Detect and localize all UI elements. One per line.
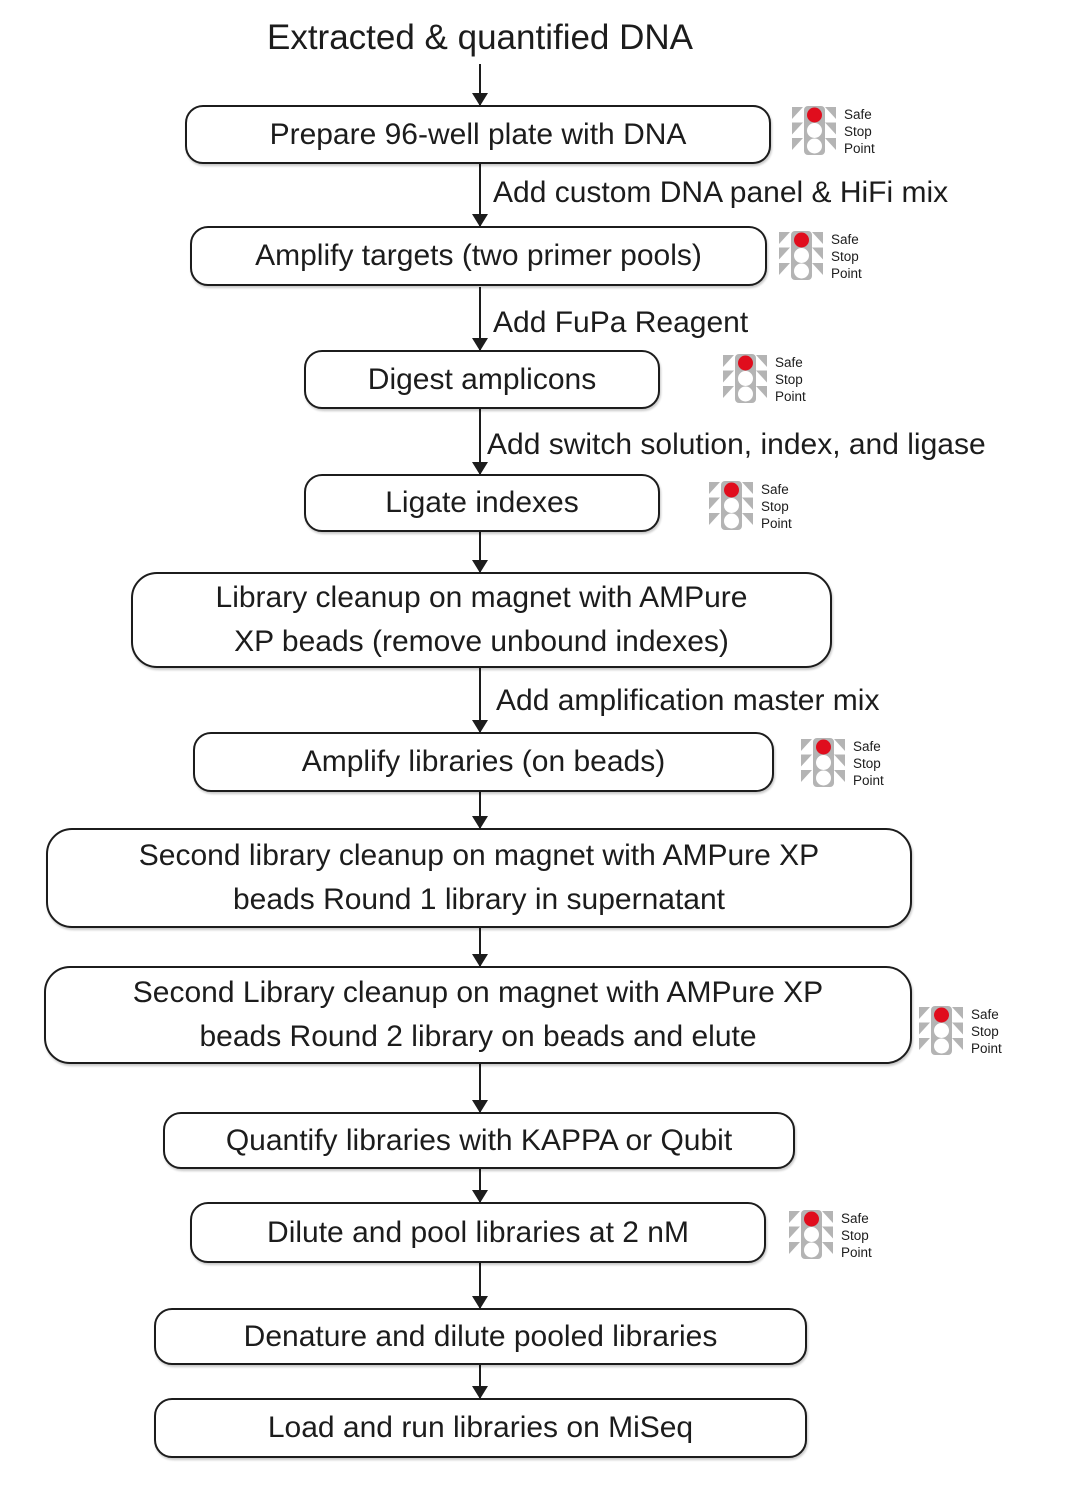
- flow-step-prepare-plate: Prepare 96-well plate with DNA: [185, 105, 771, 164]
- flow-start-label: Extracted & quantified DNA: [266, 18, 694, 57]
- flow-step-ligate-indexes: Ligate indexes: [304, 474, 660, 532]
- step-label: Prepare 96-well plate with DNA: [269, 117, 687, 151]
- step-label: Load and run libraries on MiSeq: [267, 1411, 694, 1444]
- flow-arrow: [479, 1365, 481, 1398]
- flow-step-digest-amplicons: Digest amplicons: [304, 350, 660, 409]
- safe-stop-point-indicator: Safe Stop Point: [800, 736, 884, 789]
- flow-step-second-cleanup-round-1: Second library cleanup on magnet with AM…: [46, 828, 912, 928]
- arrow-label-panel-hifi: Add custom DNA panel & HiFi mix: [493, 176, 949, 209]
- arrow-label-fupa: Add FuPa Reagent: [493, 306, 749, 339]
- step-label: beads Round 1 library in supernatant: [233, 883, 725, 916]
- safe-stop-point-indicator: Safe Stop Point: [791, 104, 875, 157]
- flow-arrow: [479, 668, 481, 732]
- flow-step-load-run-miseq: Load and run libraries on MiSeq: [154, 1398, 807, 1458]
- arrow-label-master-mix: Add amplification master mix: [496, 684, 880, 717]
- flow-arrow: [479, 1064, 481, 1112]
- flow-step-denature-dilute: Denature and dilute pooled libraries: [154, 1308, 807, 1365]
- flow-arrow: [479, 1263, 481, 1308]
- safe-stop-point-label: Safe Stop Point: [831, 232, 862, 281]
- flow-step-library-cleanup: Library cleanup on magnet with AMPure XP…: [131, 572, 832, 668]
- step-label: Quantify libraries with KAPPA or Qubit: [225, 1123, 733, 1157]
- safe-stop-point-label: Safe Stop Point: [971, 1007, 1002, 1056]
- traffic-light-icon: [792, 106, 836, 155]
- step-label: Amplify targets (two primer pools): [255, 239, 702, 272]
- flow-step-amplify-libraries: Amplify libraries (on beads): [193, 732, 774, 792]
- safe-stop-point-label: Safe Stop Point: [844, 107, 875, 156]
- flow-arrow: [479, 64, 481, 105]
- safe-stop-point-label: Safe Stop Point: [761, 482, 792, 531]
- step-label: Library cleanup on magnet with AMPure: [215, 581, 748, 614]
- step-label: Dilute and pool libraries at 2 nM: [267, 1215, 689, 1249]
- flow-step-amplify-targets: Amplify targets (two primer pools): [190, 226, 767, 286]
- flow-step-dilute-pool: Dilute and pool libraries at 2 nM: [190, 1202, 766, 1263]
- traffic-light-icon: [919, 1006, 963, 1055]
- flow-step-quantify-libraries: Quantify libraries with KAPPA or Qubit: [163, 1112, 795, 1169]
- step-label: beads Round 2 library on beads and elute: [199, 1020, 757, 1053]
- traffic-light-icon: [723, 354, 767, 403]
- step-label: XP beads (remove unbound indexes): [234, 625, 729, 658]
- flow-arrow: [479, 532, 481, 572]
- flow-arrow: [479, 928, 481, 966]
- flow-arrow: [479, 792, 481, 828]
- step-label: Second Library cleanup on magnet with AM…: [132, 976, 824, 1009]
- safe-stop-point-indicator: Safe Stop Point: [778, 229, 862, 282]
- traffic-light-icon: [709, 481, 753, 530]
- traffic-light-icon: [789, 1210, 833, 1259]
- flow-arrow: [479, 1169, 481, 1202]
- flow-step-second-cleanup-round-2: Second Library cleanup on magnet with AM…: [44, 966, 912, 1064]
- traffic-light-icon: [779, 231, 823, 280]
- safe-stop-point-indicator: Safe Stop Point: [708, 479, 792, 532]
- safe-stop-point-indicator: Safe Stop Point: [918, 1004, 1002, 1057]
- step-label: Amplify libraries (on beads): [301, 745, 666, 778]
- safe-stop-point-indicator: Safe Stop Point: [722, 352, 806, 405]
- flow-arrow: [479, 287, 481, 350]
- safe-stop-point-label: Safe Stop Point: [775, 355, 806, 404]
- safe-stop-point-label: Safe Stop Point: [853, 739, 884, 788]
- safe-stop-point-indicator: Safe Stop Point: [788, 1208, 872, 1261]
- step-label: Denature and dilute pooled libraries: [243, 1319, 718, 1353]
- traffic-light-icon: [801, 738, 845, 787]
- step-label: Digest amplicons: [367, 362, 597, 396]
- safe-stop-point-label: Safe Stop Point: [841, 1211, 872, 1260]
- flow-arrow: [479, 409, 481, 474]
- step-label: Second library cleanup on magnet with AM…: [138, 839, 820, 872]
- flow-arrow: [479, 164, 481, 226]
- arrow-label-switch-ligase: Add switch solution, index, and ligase: [487, 428, 986, 461]
- step-label: Ligate indexes: [385, 486, 579, 519]
